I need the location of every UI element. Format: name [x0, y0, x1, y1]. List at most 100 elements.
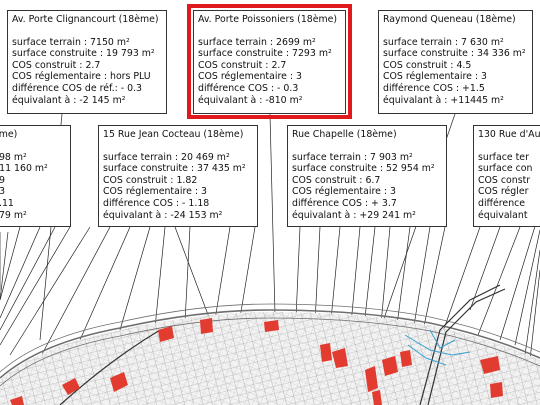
info-box-line: différence COS : - 0.3 [198, 82, 299, 94]
info-box-title: ème) [0, 129, 18, 140]
leader-line [379, 226, 391, 336]
info-box-line: différence [478, 197, 526, 209]
info-box: Rue Chapelle (18ème) surface terrain : 7 … [287, 125, 447, 227]
info-box-line: équivalant à : -2 145 m² [12, 94, 126, 106]
info-box: Raymond Queneau (18ème) surface terrain :… [378, 10, 533, 114]
info-box-line: COS réglementaire : hors PLU [12, 71, 151, 83]
info-box-line: différence COS de réf.: - 0.3 [12, 82, 143, 94]
building-block [110, 372, 128, 392]
building-block [332, 348, 348, 368]
info-box-line: COS réglementaire : 3 [383, 71, 487, 83]
building-block [372, 390, 382, 405]
info-box: 15 Rue Jean Cocteau (18ème) surface terra… [98, 125, 258, 227]
city-fabric [0, 312, 540, 405]
railway-lines [59, 284, 506, 405]
leader-line [0, 231, 9, 301]
info-box-line: surface construite : 52 954 m² [292, 163, 435, 175]
building-block [200, 318, 213, 334]
building-block [480, 356, 500, 374]
info-box-line: surface ter [478, 151, 529, 163]
info-box-line: COS construit : 2.7 [12, 59, 101, 71]
info-box-line: COS réglementaire : 3 [292, 186, 396, 198]
building-blocks [10, 318, 503, 405]
leader-line [514, 229, 540, 346]
building-block [382, 356, 398, 376]
info-box-line: COS constr [478, 174, 531, 186]
info-box-line: surface terrain : 7 630 m² [383, 36, 504, 48]
leader-line [119, 226, 151, 331]
leader-line [239, 226, 256, 319]
leader-line [0, 226, 21, 301]
leader-line [329, 226, 341, 331]
building-block [62, 378, 80, 395]
info-box-line: différence COS : +1.5 [383, 82, 485, 94]
leader-line [0, 226, 56, 331]
building-block [158, 326, 174, 342]
info-box-line: surface terrain : 2699 m² [198, 36, 316, 48]
info-box-line: : 3 [0, 186, 66, 198]
info-box-line: surface terrain : 7 903 m² [292, 151, 413, 163]
leader-line [477, 226, 521, 336]
leader-line [174, 226, 211, 321]
leader-line [154, 226, 166, 329]
info-box-line: équivalant à : +29 241 m² [292, 209, 416, 221]
info-box-title: Av. Porte Poissoniers (18ème) [198, 14, 338, 25]
info-box-line: différence COS : + 3.7 [292, 197, 397, 209]
info-box: Av. Porte Clignancourt (18ème) surface te… [7, 10, 167, 114]
info-box-title: 15 Rue Jean Cocteau (18ème) [103, 129, 244, 140]
info-box-line: surface construite : 37 435 m² [103, 163, 246, 175]
info-box-line: surface terrain : 20 469 m² [103, 151, 230, 163]
building-block [490, 382, 503, 398]
peripheral-ring [0, 303, 540, 387]
info-box-line: COS construit : 1.82 [103, 174, 198, 186]
info-box-title: Raymond Queneau (18ème) [383, 14, 516, 25]
info-box-line: 1.11 [0, 197, 14, 209]
info-box-line: COS réglementaire : 3 [198, 71, 302, 83]
info-box-line: surface con [478, 163, 533, 175]
leader-line [529, 269, 540, 361]
leader-line [295, 226, 301, 319]
info-box-line: équivalant à : +11445 m² [383, 94, 504, 106]
canal [404, 329, 471, 366]
info-box-line: surface terrain : 7150 m² [12, 36, 130, 48]
info-box: Av. Porte Poissoniers (18ème) surface ter… [193, 10, 346, 114]
info-box-line: 879 m² [0, 209, 27, 221]
info-box-line: COS construit : 4.5 [383, 59, 472, 71]
info-box-line: COS régler [478, 186, 529, 198]
info-box-line: 198 m² [0, 151, 27, 163]
leader-line [314, 226, 321, 323]
info-box-line: COS réglementaire : 3 [103, 186, 207, 198]
info-box-line: équivalant à : -24 153 m² [103, 209, 223, 221]
info-box-line: COS construit : 6.7 [292, 174, 381, 186]
info-box-line: différence COS : - 1.18 [103, 197, 210, 209]
info-box-line: COS construit : 2.7 [198, 59, 287, 71]
building-block [320, 343, 332, 362]
leader-line [469, 226, 501, 311]
leader-line [269, 113, 276, 316]
building-block [400, 350, 412, 367]
info-box-line: : 11 160 m² [0, 163, 48, 175]
info-box: ème) 198 m²: 11 160 m²89: 31.11879 m² [0, 125, 71, 227]
building-block [264, 320, 279, 332]
info-box-line: 89 [0, 175, 66, 187]
leader-line [214, 226, 231, 321]
building-block [10, 396, 24, 405]
info-box-title: 130 Rue d'Aub [478, 129, 540, 140]
info-box-line: équivalant à : -810 m² [198, 94, 303, 106]
leader-line [499, 209, 540, 341]
info-box-title: Rue Chapelle (18ème) [292, 129, 397, 140]
info-box-line: surface construite : 34 336 m² [383, 48, 526, 60]
leader-line [79, 226, 131, 341]
info-box-line: équivalant [478, 209, 528, 221]
building-block [365, 366, 378, 392]
leader-line [524, 249, 540, 356]
info-box-line: surface construite : 7293 m² [198, 48, 332, 60]
leader-line [0, 226, 41, 319]
info-box-line: surface construite : 19 793 m² [12, 48, 155, 60]
leader-line [9, 226, 91, 356]
info-box-title: Av. Porte Clignancourt (18ème) [12, 14, 159, 25]
leader-line [184, 226, 191, 323]
leader-line [39, 226, 111, 359]
